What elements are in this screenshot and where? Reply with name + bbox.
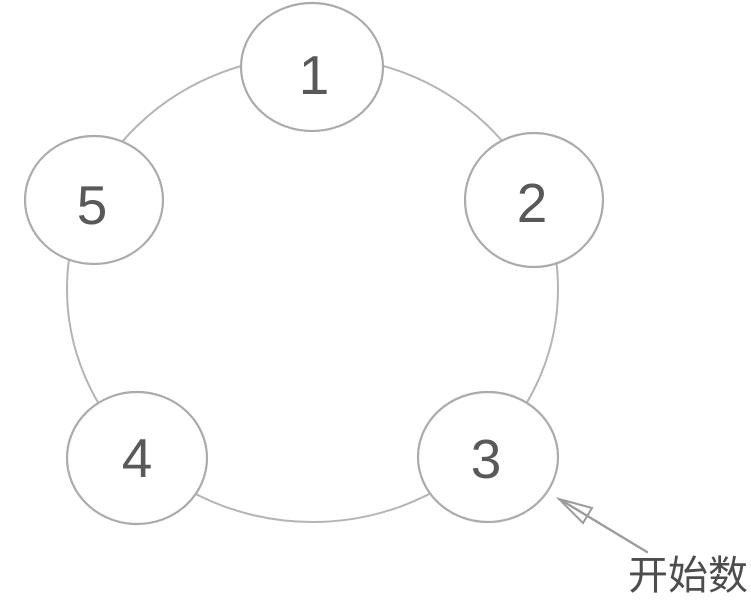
node-circle-3 (416, 390, 560, 524)
node-label-5: 5 (77, 174, 108, 236)
node-4: 4 (65, 390, 209, 526)
start-count-label: 开始数 (628, 554, 748, 598)
start-arrow (555, 497, 649, 554)
node-2: 2 (463, 131, 605, 269)
node-label-4: 4 (122, 427, 153, 489)
node-circle-2 (463, 131, 605, 269)
node-5: 5 (23, 134, 165, 266)
start-arrow-line (559, 498, 649, 554)
node-circle-4 (65, 390, 209, 526)
node-1: 1 (239, 1, 385, 133)
node-label-3: 3 (471, 428, 502, 490)
node-label-2: 2 (517, 172, 548, 234)
node-circle-1 (239, 1, 385, 133)
node-label-1: 1 (299, 44, 330, 106)
node-circle-5 (23, 134, 165, 266)
node-3: 3 (416, 390, 560, 524)
